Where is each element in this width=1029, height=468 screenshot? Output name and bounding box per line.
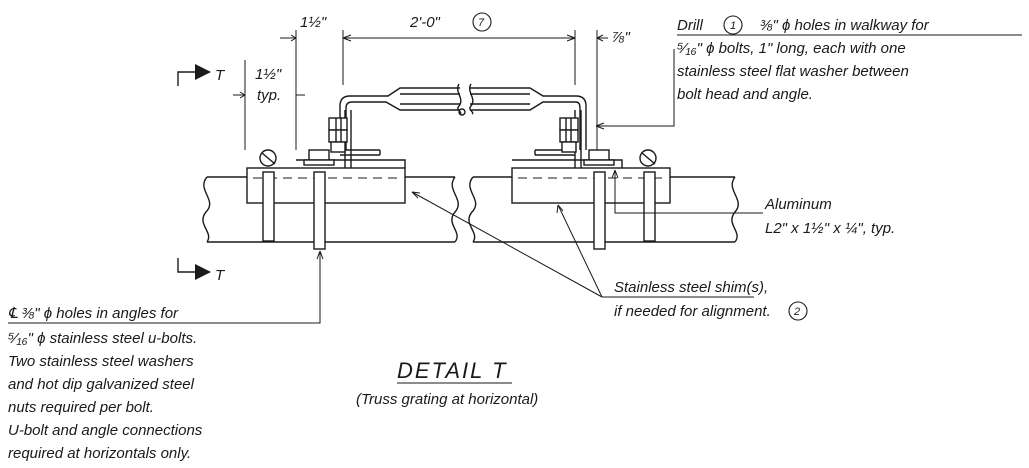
- holes-line3: Two stainless steel washers: [8, 353, 194, 370]
- dimension-lines: [233, 30, 608, 150]
- holes-line6: U-bolt and angle connections: [8, 422, 203, 439]
- u-bolt-right: [583, 149, 657, 250]
- dim-typ-offset: 1½": [255, 66, 282, 83]
- dim-typ-label: typ.: [257, 87, 281, 104]
- holes-line4: and hot dip galvanized steel: [8, 376, 195, 393]
- u-bolt-left: [259, 149, 335, 250]
- dim-right-offset: ⅞": [612, 29, 631, 46]
- walkway-grating-right: [469, 83, 587, 156]
- aluminum-line2: L2" x 1½" x ¼", typ.: [765, 220, 895, 237]
- aluminum-line1: Aluminum: [764, 196, 832, 213]
- section-marker-bottom: [177, 258, 211, 280]
- section-label-top: T: [215, 67, 226, 84]
- drill-line4: bolt head and angle.: [677, 86, 813, 103]
- holes-line7: required at horizontals only.: [8, 445, 191, 462]
- drill-line3: stainless steel flat washer between: [677, 63, 909, 80]
- dim-span: 2'-0": [409, 14, 441, 31]
- holes-line5: nuts required per bolt.: [8, 399, 154, 416]
- section-marker-top: [177, 64, 211, 86]
- leader-lines: [8, 49, 763, 324]
- drill-line2: ⁵⁄₁₆" ϕ bolts, 1" long, each with one: [677, 40, 906, 57]
- walkway-bolt-right: [559, 117, 579, 153]
- section-label-bottom: T: [215, 267, 226, 284]
- dim-left-offset: 1½": [300, 14, 327, 31]
- detail-subtitle: (Truss grating at horizontal): [356, 391, 538, 408]
- shim-ref-circle: [788, 301, 808, 321]
- holes-line1: ℄ ⅜" ϕ holes in angles for: [8, 305, 179, 322]
- shim-line1: Stainless steel shim(s),: [614, 279, 768, 296]
- drill-count-circle: [723, 15, 743, 35]
- drill-count: 1: [730, 20, 736, 32]
- drill-line1: ⅜" ϕ holes in walkway for: [760, 17, 930, 34]
- shim-line2: if needed for alignment.: [614, 303, 771, 320]
- span-ref-circle: [472, 12, 492, 32]
- dim-span-ref: 7: [478, 17, 485, 29]
- walkway-grating-left: [339, 83, 466, 156]
- walkway-bolt-left: [328, 117, 348, 153]
- detail-title: DETAIL T: [397, 358, 508, 383]
- drill-prefix: Drill: [677, 17, 703, 34]
- holes-line2: ⁵⁄₁₆" ϕ stainless steel u-bolts.: [8, 330, 197, 347]
- shim-ref: 2: [793, 306, 800, 318]
